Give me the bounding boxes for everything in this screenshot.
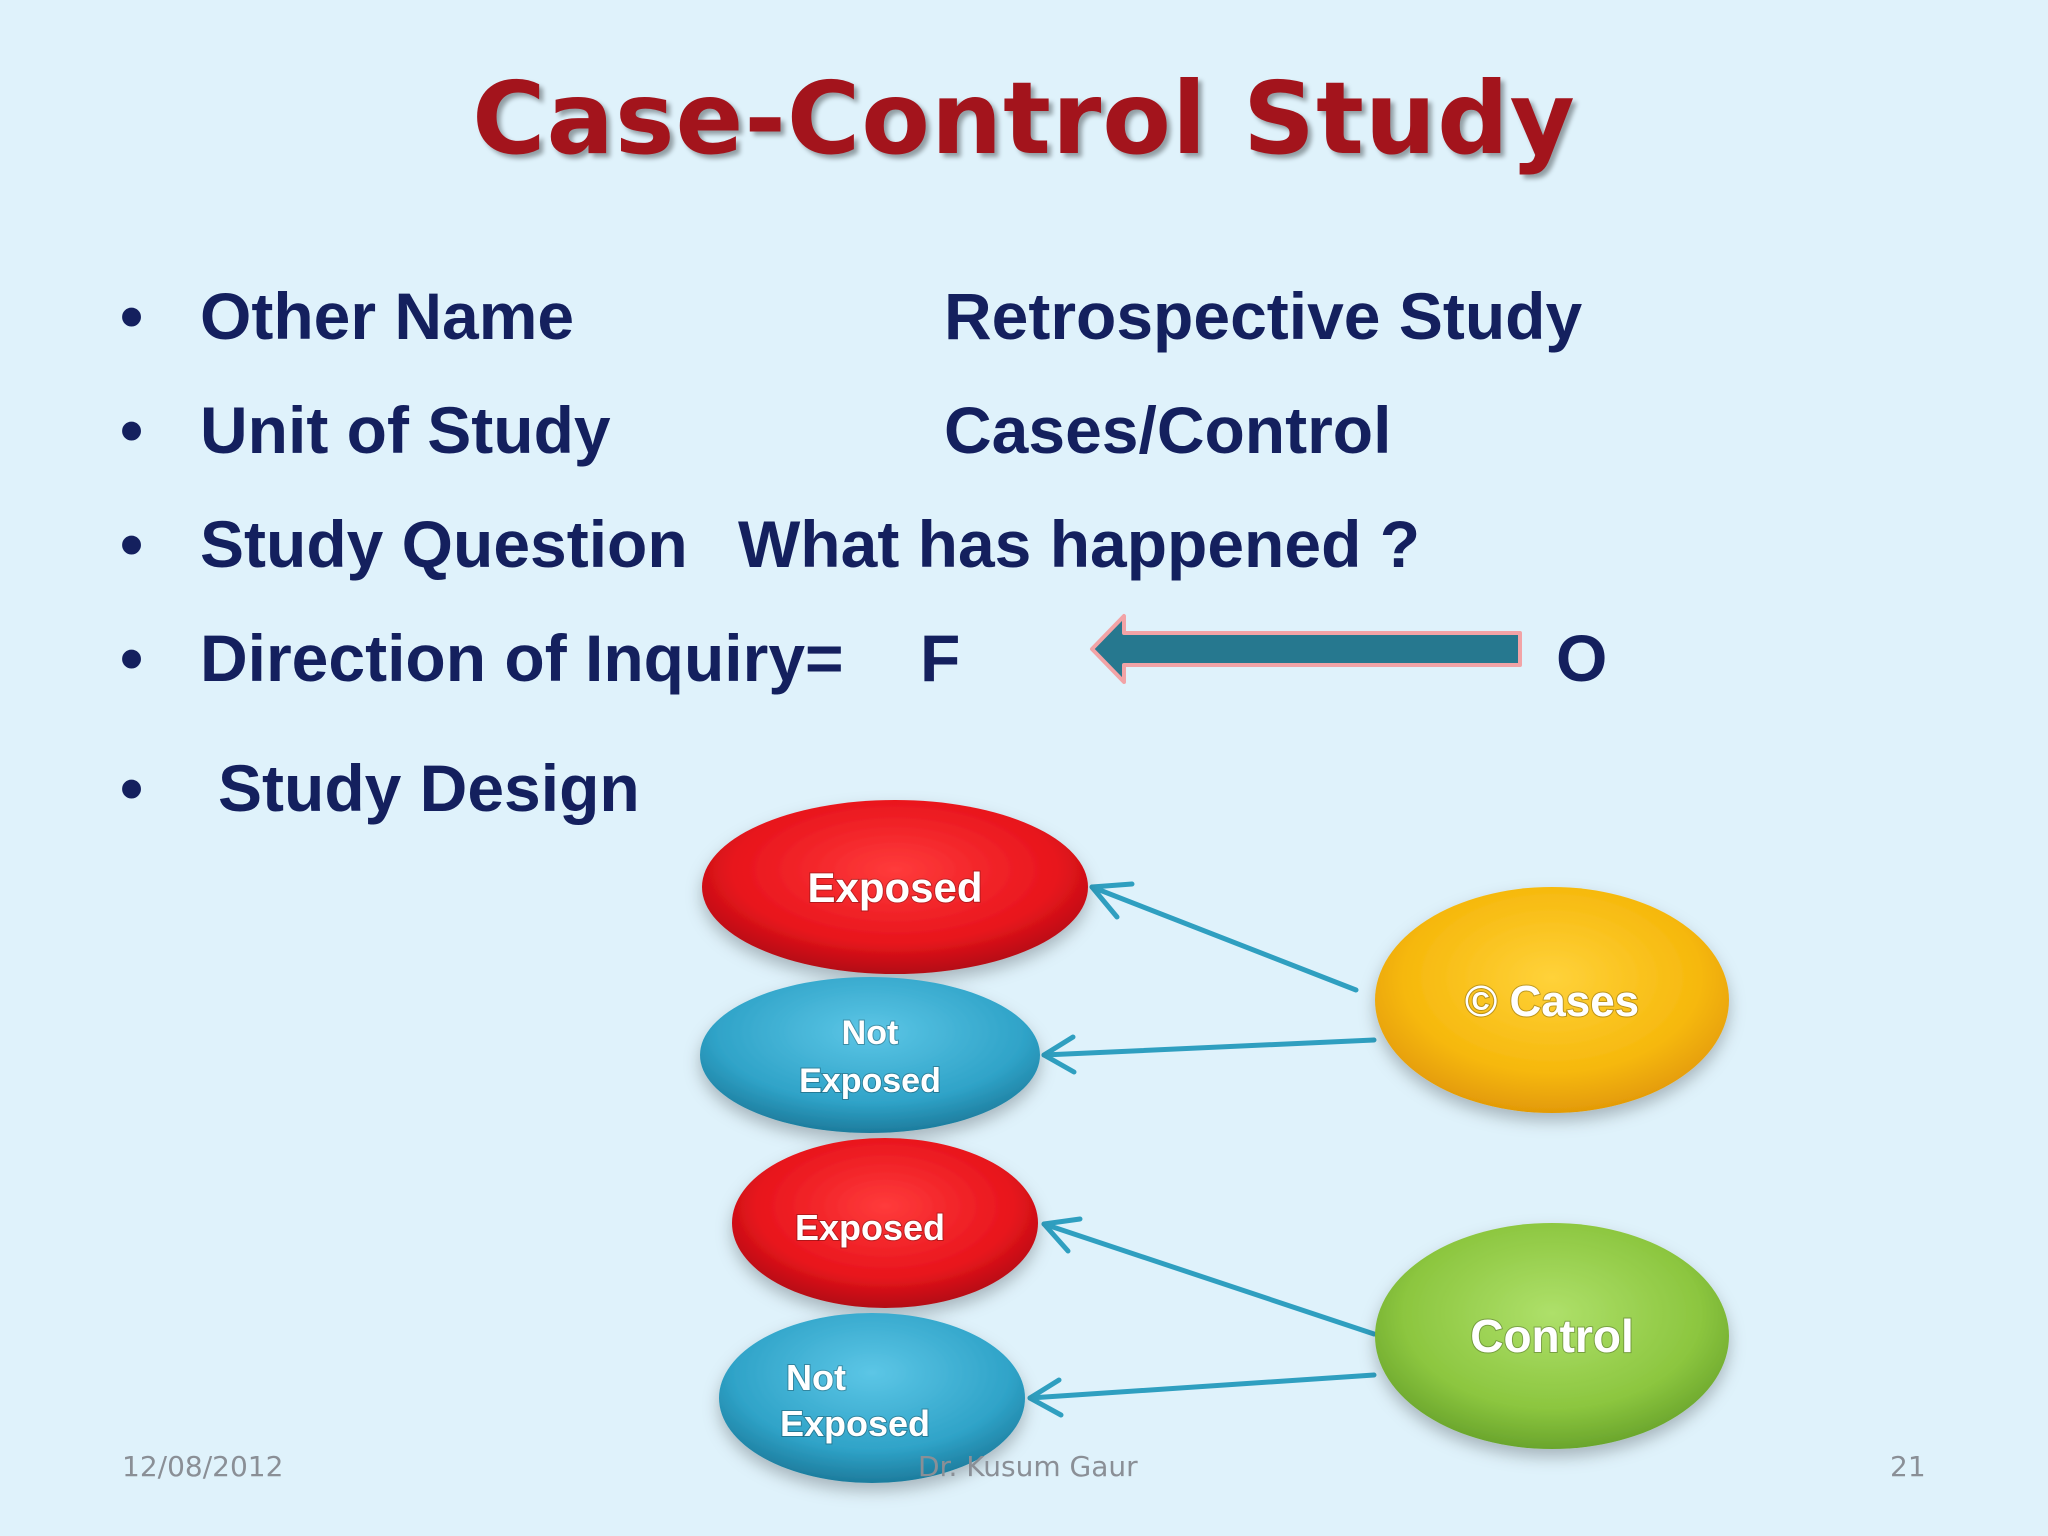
node-label: Control	[1470, 1310, 1634, 1362]
node-label: Exposed	[807, 864, 982, 911]
arrowhead-icon	[1041, 1216, 1083, 1254]
bullet-label: Study Design	[218, 751, 640, 825]
bullet-value: What has happened ?	[738, 507, 1421, 581]
arrowhead-icon	[1041, 1034, 1077, 1075]
node-exposed-1: Exposed	[702, 800, 1088, 974]
arrowhead-icon	[1089, 881, 1135, 920]
bullet-value: Retrospective Study	[944, 279, 1583, 353]
bullet-label: Direction of Inquiry=	[200, 621, 844, 695]
bullet-dot: •	[120, 751, 144, 825]
bullet-dot: •	[120, 393, 144, 467]
node-not-exposed-1: Not Exposed	[700, 977, 1040, 1133]
connector-arrows	[1027, 881, 1377, 1418]
direction-start-letter: F	[920, 621, 961, 695]
footer-page-number: 21	[1890, 1450, 1926, 1483]
node-cases: © Cases	[1375, 887, 1729, 1113]
node-label: Exposed	[799, 1062, 941, 1100]
bullet-label: Other Name	[200, 279, 575, 353]
footer-author: Dr. Kusum Gaur	[918, 1450, 1138, 1483]
arrow-control-to-exposed	[1041, 1221, 1377, 1337]
bullet-label: Unit of Study	[200, 393, 611, 467]
node-exposed-2: Exposed	[732, 1138, 1038, 1308]
node-label: Exposed	[780, 1403, 930, 1444]
slide-title: Case-Control Study	[472, 60, 1576, 177]
node-label: Not	[842, 1014, 899, 1052]
arrowhead-icon	[1027, 1377, 1064, 1418]
node-control: Control	[1375, 1223, 1729, 1449]
bullet-dot: •	[120, 507, 144, 581]
direction-end-letter: O	[1556, 621, 1608, 695]
bullet-dot: •	[120, 621, 144, 695]
bullet-dot: •	[120, 279, 144, 353]
node-label: © Cases	[1465, 977, 1639, 1026]
node-label: Exposed	[795, 1207, 945, 1248]
node-label: Not	[786, 1357, 846, 1398]
bullet-value: Cases/Control	[944, 393, 1392, 467]
arrow-cases-to-not-exposed	[1041, 1037, 1377, 1058]
arrow-control-to-not-exposed	[1027, 1372, 1377, 1401]
bullet-label: Study Question	[200, 507, 688, 581]
direction-arrow-icon	[1090, 614, 1522, 684]
arrow-cases-to-exposed	[1089, 884, 1359, 993]
node-not-exposed-2: Not Exposed	[719, 1313, 1025, 1483]
footer-date: 12/08/2012	[122, 1450, 284, 1483]
